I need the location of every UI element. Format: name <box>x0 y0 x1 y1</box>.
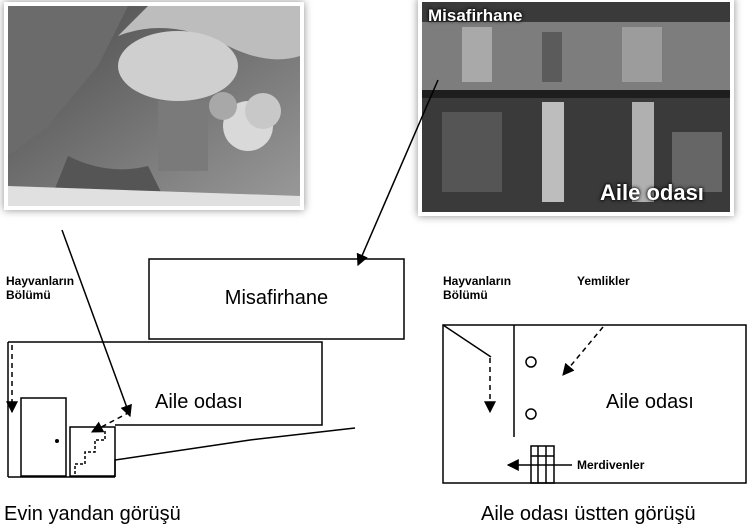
door-shape <box>20 397 67 477</box>
stairs-steps <box>74 430 106 474</box>
top-view-caption: Aile odası üstten görüşü <box>481 503 696 525</box>
cave-photo-image <box>8 6 300 206</box>
stairs-dashed-arrow <box>90 411 131 433</box>
stairs-label: Merdivenler <box>577 458 645 472</box>
side-animals-label: Hayvanların Bölümü <box>6 274 74 302</box>
side-guest-room-label: Misafirhane <box>224 287 329 309</box>
side-view-caption: Evin yandan görüşü <box>4 503 181 525</box>
manger-circle-1 <box>525 356 537 368</box>
side-animals-label-line2: Bölümü <box>6 288 51 302</box>
side-animals-label-line1: Hayvanların <box>6 274 75 288</box>
left-photo-arrow <box>61 229 132 418</box>
interior-photo: Misafirhane Aile odası <box>418 0 734 216</box>
door-knob <box>55 439 59 443</box>
top-animals-label: Hayvanların Bölümü <box>443 274 511 302</box>
top-view-corner-cut <box>442 324 492 358</box>
mangers-label: Yemlikler <box>577 274 630 288</box>
guest-room-box <box>148 258 405 340</box>
top-family-room-label: Aile odası <box>606 391 694 413</box>
photo-family-room-label: Aile odası <box>600 180 704 205</box>
side-view-terrain-line <box>114 427 356 477</box>
mangers-dashed-arrow <box>562 326 604 376</box>
family-room-outline <box>8 341 323 426</box>
top-view-outline <box>442 324 747 484</box>
top-animals-label-line1: Hayvanların <box>443 274 512 288</box>
right-photo-arrow <box>356 79 439 267</box>
interior-photo-image <box>422 2 730 212</box>
photo-guest-room-label: Misafirhane <box>428 6 523 25</box>
side-family-room-label: Aile odası <box>155 391 243 413</box>
cave-photo <box>4 2 304 210</box>
stairs-box <box>69 426 116 477</box>
top-animals-label-line2: Bölümü <box>443 288 488 302</box>
manger-circle-2 <box>525 408 537 420</box>
